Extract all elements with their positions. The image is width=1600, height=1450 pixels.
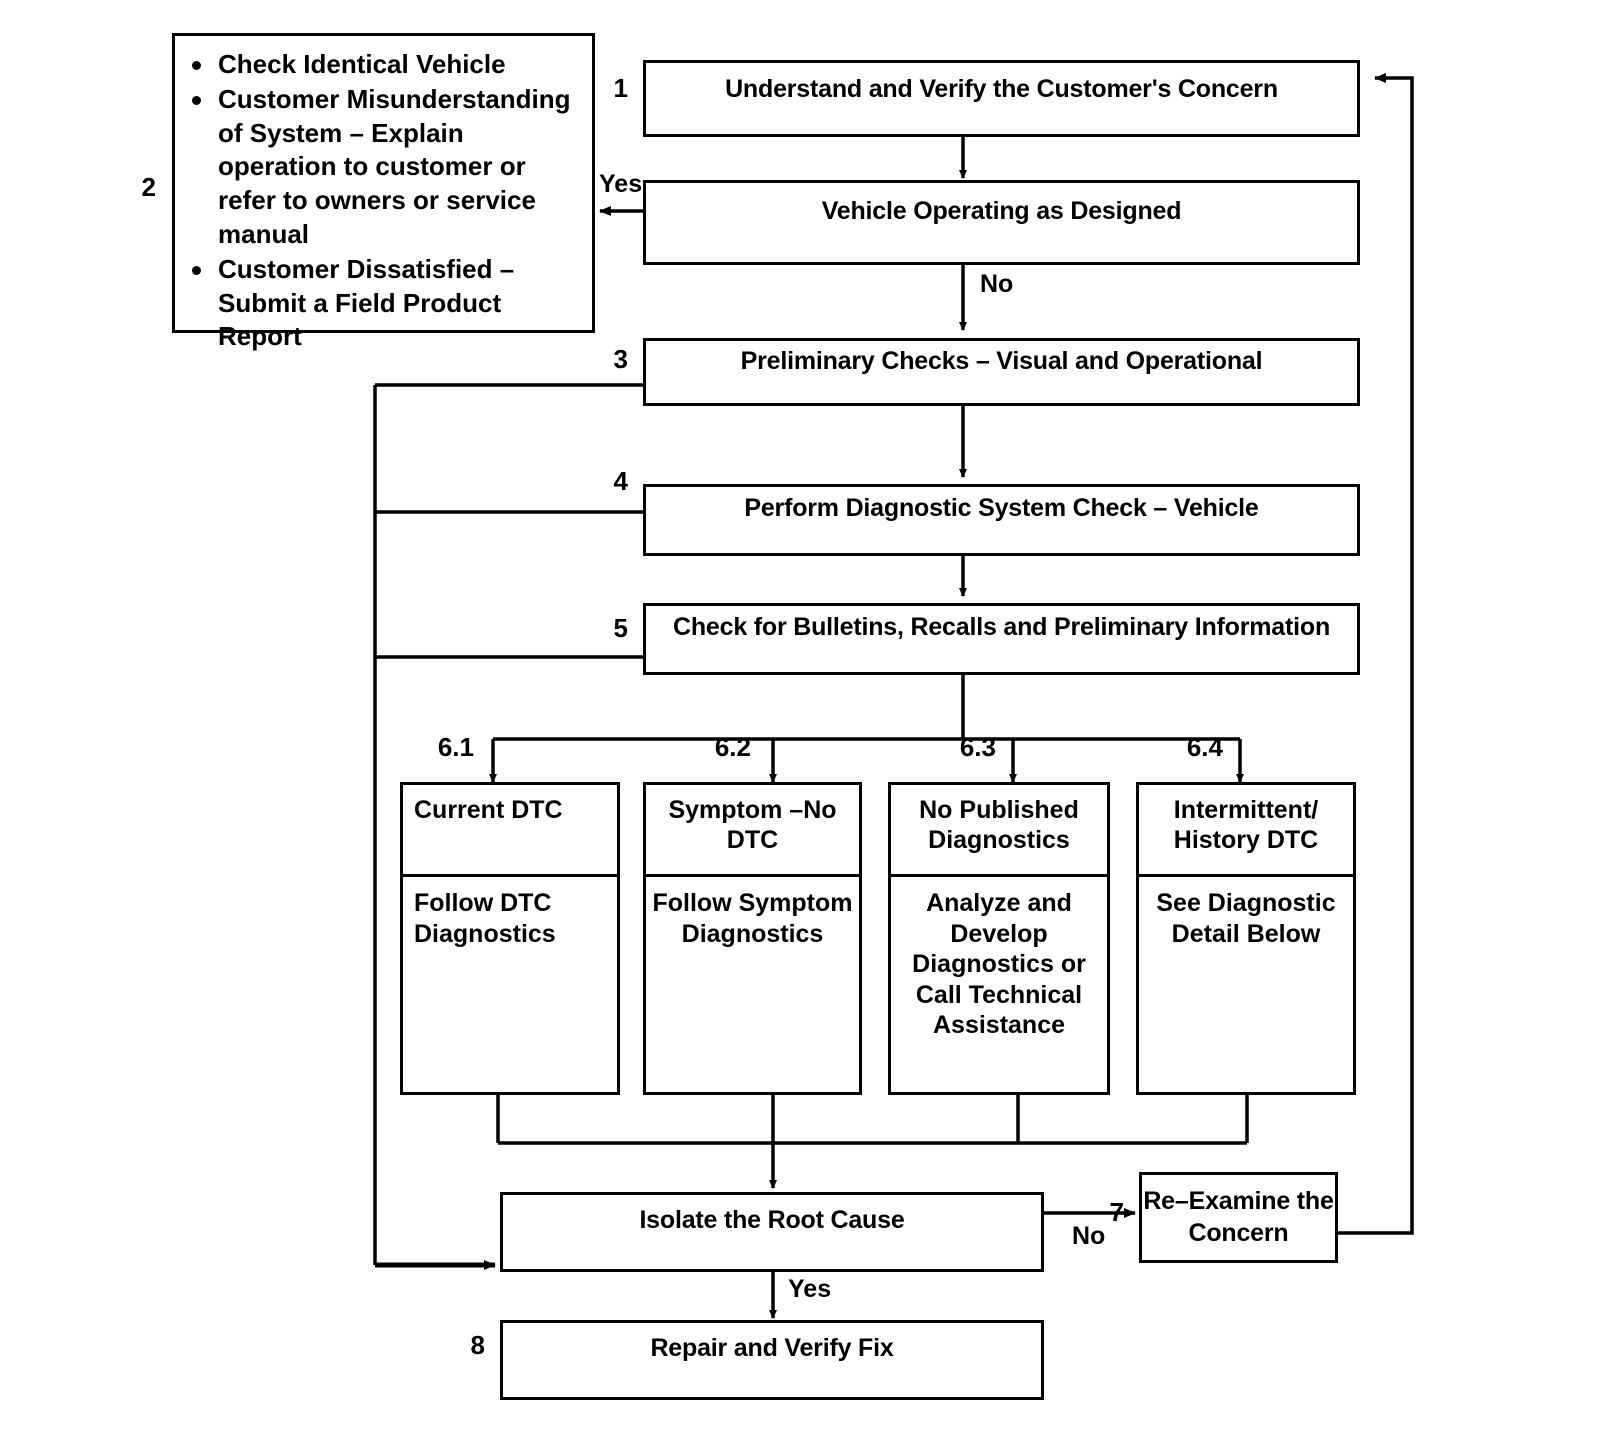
step-7-label: Re–Examine the Concern	[1143, 1187, 1334, 1247]
step-number-6-3: 6.3	[959, 732, 996, 762]
step-6-2-bottom-label: Follow Symptom Diagnostics	[652, 889, 853, 948]
step-6-1-box[interactable]	[400, 782, 620, 1095]
step-number-8: 8	[470, 1330, 485, 1360]
edge-label-no-to-preliminary: No	[980, 270, 1014, 298]
step-4-label: Perform Diagnostic System Check – Vehicl…	[744, 494, 1259, 522]
step-2-box[interactable]	[172, 33, 595, 333]
step-2-bullet-list: Check Identical Vehicle Customer Misunde…	[186, 48, 584, 355]
step-6-1-bottom-label: Follow DTC Diagnostics	[414, 889, 556, 948]
step-number-7: 7	[1109, 1197, 1124, 1227]
step-6-2-divider	[643, 874, 862, 877]
edge-label-yes-to-repair: Yes	[788, 1275, 832, 1303]
step-3-label: Preliminary Checks – Visual and Operatio…	[740, 347, 1263, 375]
list-item: Customer Dissatisfied – Submit a Field P…	[186, 253, 584, 354]
step-6-3-bottom-label: Analyze and Develop Diagnostics or Call …	[912, 889, 1086, 1039]
step-6-4-box[interactable]	[1136, 782, 1356, 1095]
step-5-box[interactable]	[643, 603, 1360, 675]
step-8-label: Repair and Verify Fix	[650, 1334, 894, 1362]
step-6-1-top-label: Current DTC	[414, 796, 563, 824]
step-number-6-4: 6.4	[1186, 732, 1223, 762]
list-item: Customer Misunderstanding of System – Ex…	[186, 83, 584, 252]
step-number-5: 5	[613, 613, 628, 643]
step-number-3: 3	[613, 344, 628, 374]
step-5-label: Check for Bulletins, Recalls and Prelimi…	[672, 613, 1331, 641]
isolate-root-cause-box[interactable]	[500, 1192, 1044, 1272]
step-number-2: 2	[141, 172, 156, 202]
step-6-4-bottom-label: See Diagnostic Detail Below	[1156, 889, 1336, 948]
step-6-4-divider	[1136, 874, 1356, 877]
step-number-6-2: 6.2	[714, 732, 751, 762]
step-1-box[interactable]	[643, 60, 1360, 137]
list-item: Check Identical Vehicle	[186, 48, 584, 82]
step-3-box[interactable]	[643, 338, 1360, 406]
step-1-label: Understand and Verify the Customer's Con…	[725, 75, 1278, 103]
step-6-4-top-label: Intermittent/ History DTC	[1173, 796, 1319, 854]
step-7-box[interactable]	[1139, 1172, 1338, 1263]
step-6-2-box[interactable]	[643, 782, 862, 1095]
step-6-3-top-label: No Published Diagnostics	[919, 796, 1079, 854]
step-6-1-divider	[400, 874, 620, 877]
step-number-6-1: 6.1	[437, 732, 474, 762]
isolate-root-cause-label: Isolate the Root Cause	[639, 1206, 905, 1234]
step-number-1: 1	[613, 73, 628, 103]
step-4-box[interactable]	[643, 484, 1360, 556]
step-8-box[interactable]	[500, 1320, 1044, 1400]
step-6-3-divider	[888, 874, 1110, 877]
vehicle-operating-decision-box[interactable]	[643, 180, 1360, 265]
edge-label-yes-to-bullets: Yes	[599, 170, 643, 198]
vehicle-operating-decision-label: Vehicle Operating as Designed	[821, 197, 1182, 225]
step-number-4: 4	[613, 466, 628, 496]
step-6-2-top-label: Symptom –No DTC	[668, 796, 837, 854]
edge-label-no-to-reexamine: No	[1072, 1222, 1106, 1250]
step-6-3-box[interactable]	[888, 782, 1110, 1095]
